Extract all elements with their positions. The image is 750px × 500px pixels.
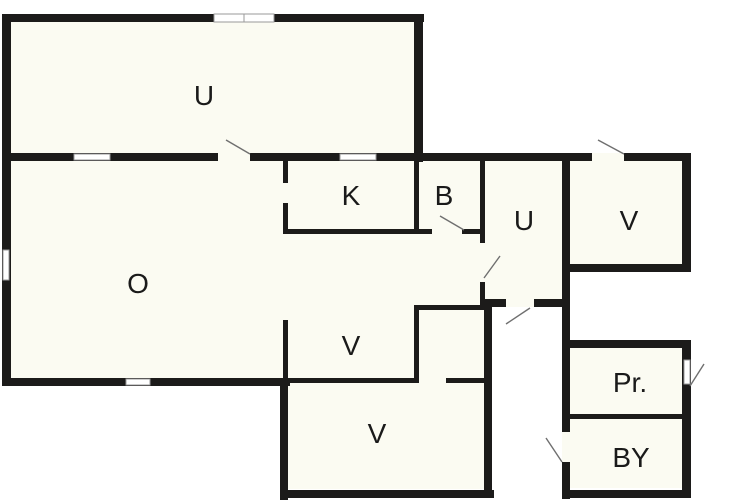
room-label-u-top: U bbox=[193, 80, 215, 111]
windows bbox=[2, 13, 691, 386]
room-label-by: BY bbox=[612, 442, 650, 473]
room-label-v-right: V bbox=[619, 205, 639, 236]
room-label-o: O bbox=[127, 268, 149, 299]
room-label-v-bottom: V bbox=[367, 418, 387, 449]
doors bbox=[218, 139, 705, 463]
room-label-b: B bbox=[434, 180, 454, 211]
room-label-k: K bbox=[341, 180, 361, 211]
room-label-v-mid: V bbox=[341, 330, 361, 361]
room-label-pr: Pr. bbox=[612, 367, 648, 398]
room-label-u-right: U bbox=[513, 205, 535, 236]
